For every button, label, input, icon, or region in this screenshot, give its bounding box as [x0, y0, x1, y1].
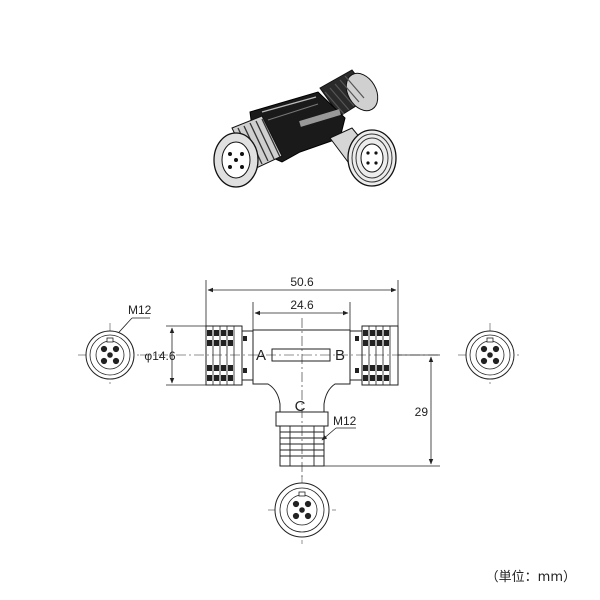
- dimension-diameter: [166, 325, 206, 386]
- end-view-bottom: [268, 476, 336, 544]
- thread-bottom-leader: [321, 427, 356, 441]
- overall-width-label: 50.6: [290, 275, 314, 289]
- body-width-label: 24.6: [290, 298, 314, 312]
- height-label: 29: [415, 405, 429, 419]
- port-a-label: A: [256, 347, 266, 364]
- iso-coupling-left: [213, 115, 283, 188]
- dimension-height: [324, 354, 440, 467]
- diameter-label: φ14.6: [144, 349, 175, 363]
- isometric-view: [213, 69, 397, 188]
- front-view: [205, 325, 399, 467]
- iso-connector-right: [329, 127, 397, 187]
- end-view-left: [78, 323, 142, 387]
- thread-left-label: M12: [128, 303, 152, 317]
- thread-bottom-label: M12: [333, 414, 357, 428]
- iso-coupling-top: [319, 69, 379, 117]
- dimension-overall-width: [205, 280, 399, 330]
- port-b-label: B: [335, 347, 345, 364]
- unit-label: （単位：mm）: [485, 570, 576, 585]
- dimension-body-width: [252, 302, 351, 332]
- end-view-right: [458, 323, 522, 387]
- port-c-label: C: [295, 398, 306, 415]
